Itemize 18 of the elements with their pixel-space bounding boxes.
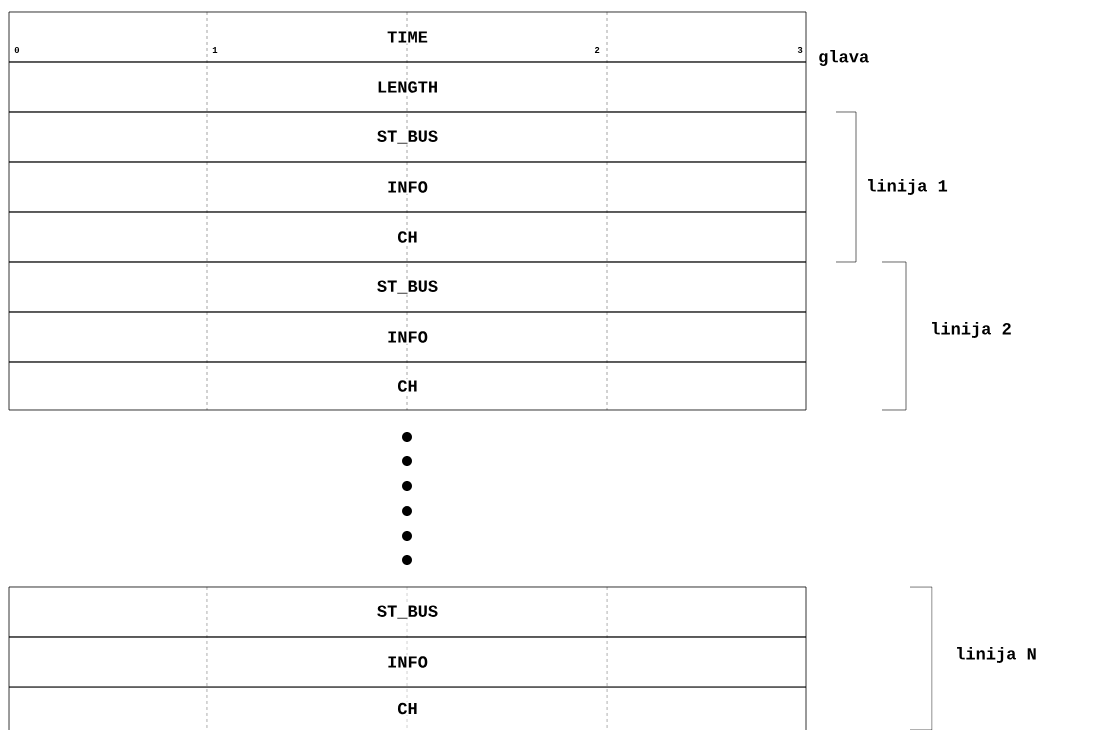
field-row: CH <box>8 211 807 263</box>
field-row: ST_BUS <box>8 586 807 638</box>
field-row: CH <box>8 361 807 411</box>
field-row: ST_BUS <box>8 261 807 313</box>
byte-number: 3 <box>797 46 803 54</box>
field-row: INFO <box>8 161 807 213</box>
field-row: CH <box>8 686 807 730</box>
field-row: LENGTH <box>8 61 807 113</box>
field-row: ST_BUS <box>8 111 807 163</box>
byte-number: 0 <box>14 46 20 54</box>
field-row: INFO <box>8 636 807 688</box>
section-label: linija N <box>957 647 1036 663</box>
byte-number: 2 <box>594 47 600 53</box>
section-label: linija 2 <box>932 322 1011 338</box>
field-row: INFO <box>8 311 807 363</box>
byte-number: 1 <box>212 47 218 53</box>
section-label: glava <box>819 50 869 66</box>
section-label: linija 1 <box>868 179 948 195</box>
